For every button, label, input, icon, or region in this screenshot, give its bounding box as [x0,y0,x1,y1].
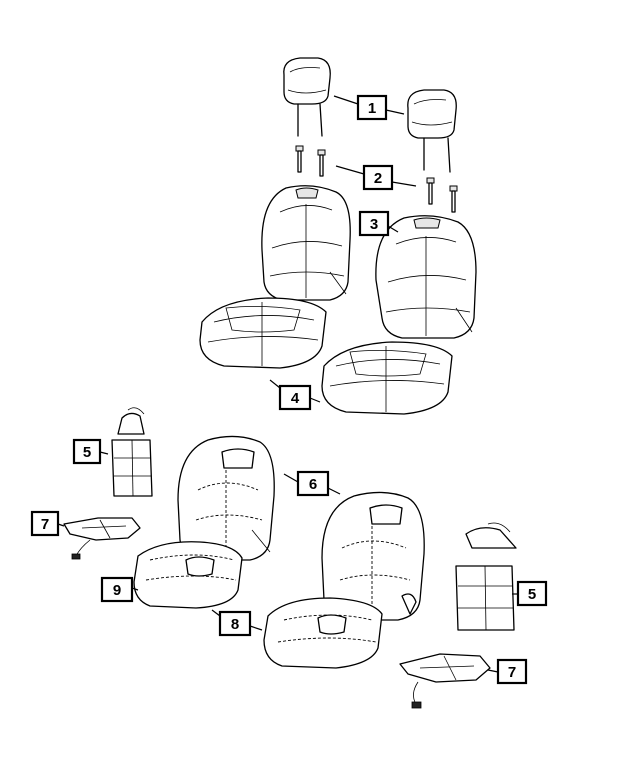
seat-cushion-cover-right[interactable] [321,341,453,415]
svg-text:6: 6 [309,476,317,493]
seat-back-heater-left[interactable] [111,407,153,497]
callout-5-left[interactable]: 5 [72,438,102,465]
svg-text:4: 4 [291,390,300,407]
seat-cushion-cover-left[interactable] [199,297,327,369]
callout-9[interactable]: 9 [100,576,134,603]
callout-7-right[interactable]: 7 [496,658,528,685]
seat-back-heater-right[interactable] [455,522,517,631]
svg-text:7: 7 [41,516,49,533]
svg-text:2: 2 [374,170,382,187]
callout-4[interactable]: 4 [278,384,312,411]
seat-back-foam-left[interactable] [177,435,275,561]
cushion-heater[interactable] [133,541,243,609]
svg-text:5: 5 [83,444,91,461]
svg-text:8: 8 [231,616,239,633]
seat-cushion-foam[interactable] [263,597,383,669]
callout-8[interactable]: 8 [218,610,252,637]
svg-text:5: 5 [528,586,536,603]
callout-7-left[interactable]: 7 [30,510,60,537]
headrest-left[interactable] [283,57,331,137]
svg-text:9: 9 [113,582,121,599]
callout-3[interactable]: 3 [358,210,390,237]
callout-1[interactable]: 1 [356,94,388,121]
callout-5-right[interactable]: 5 [516,580,548,607]
svg-text:7: 7 [508,664,516,681]
svg-text:1: 1 [368,100,376,117]
wire-harness-right[interactable] [399,653,491,709]
headrest-right[interactable] [407,89,457,173]
guide-sleeves-right[interactable] [426,177,458,213]
callout-6[interactable]: 6 [296,470,330,497]
callout-2[interactable]: 2 [362,164,394,191]
guide-sleeves-left[interactable] [295,145,326,177]
wire-harness-left[interactable] [63,517,141,560]
svg-text:3: 3 [370,216,378,233]
seat-back-cover-left[interactable] [261,185,351,301]
seat-back-cover-right[interactable] [375,215,477,339]
